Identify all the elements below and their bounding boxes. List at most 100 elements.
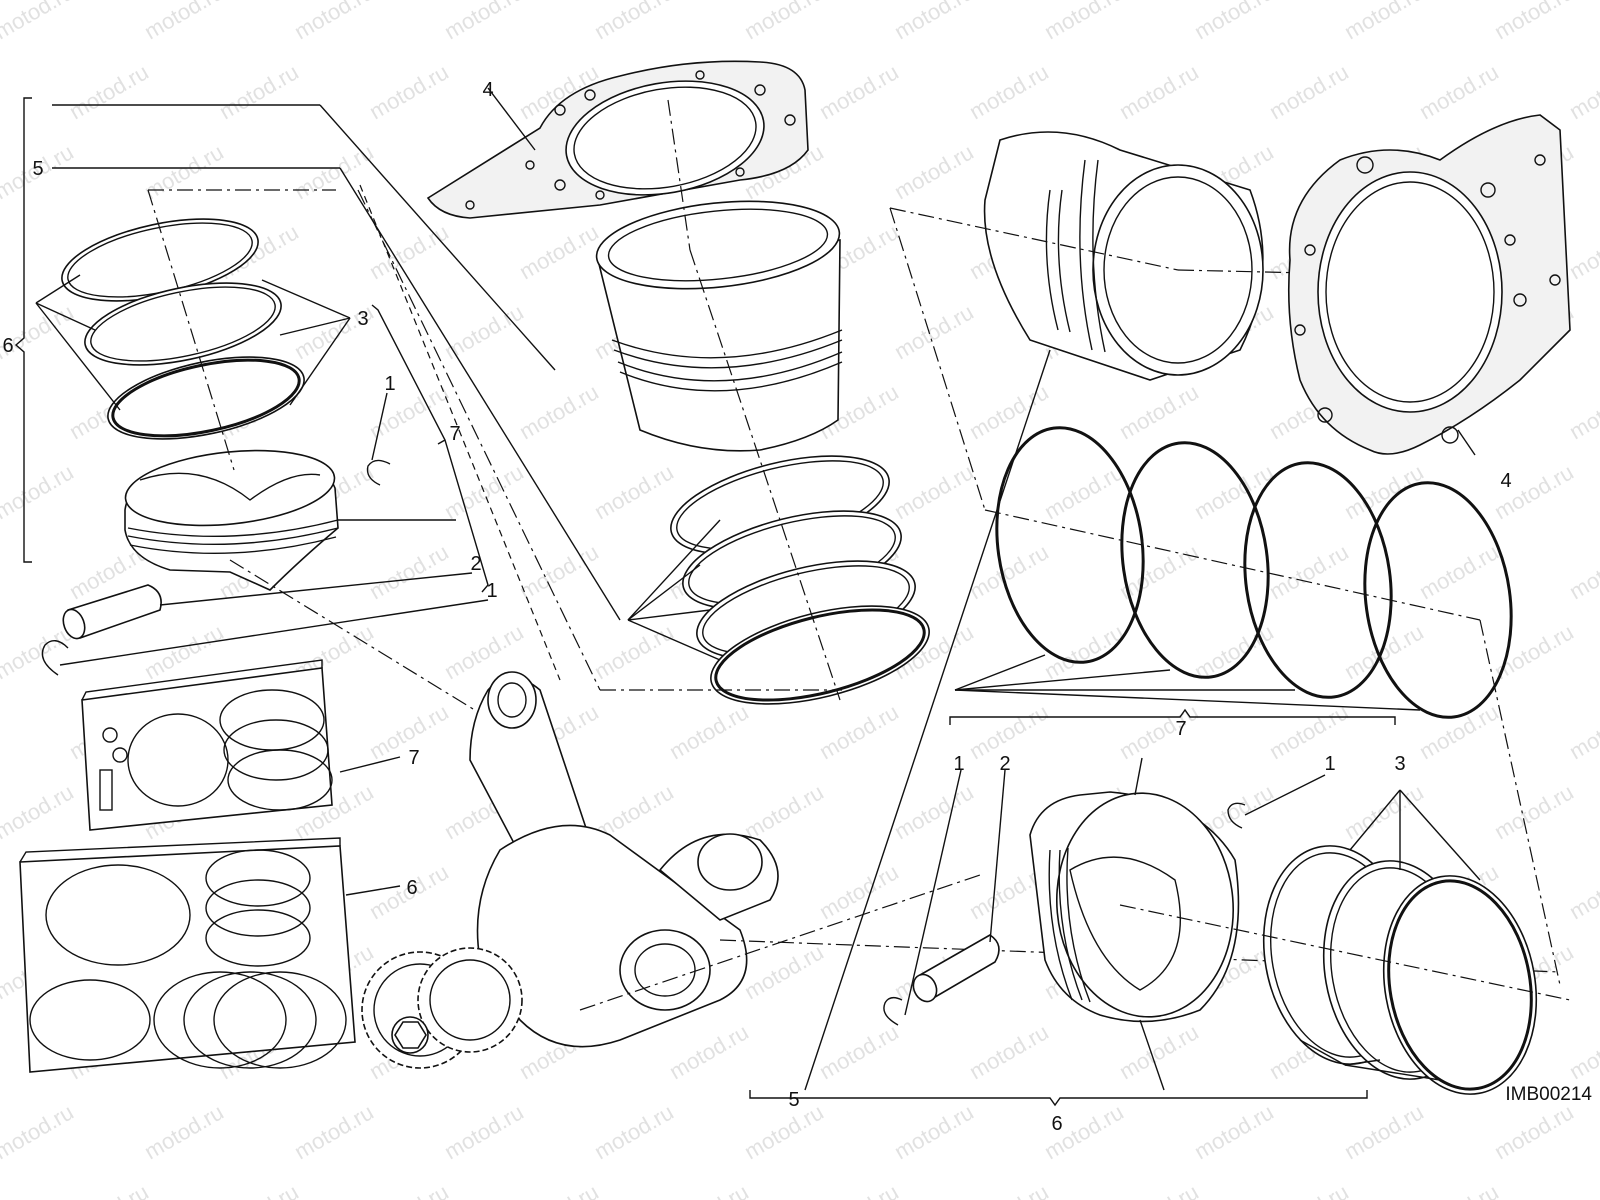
callout-2-right: 2 — [999, 753, 1010, 775]
watermark-text: motod.ru — [1340, 619, 1428, 684]
watermark-text: motod.ru — [740, 1099, 828, 1164]
right-circlip-right — [1227, 802, 1246, 829]
watermark-text: motod.ru — [1115, 379, 1203, 444]
brace-group-6-left — [14, 97, 32, 563]
watermark-text: motod.ru — [815, 1019, 903, 1084]
watermark-text: motod.ru — [140, 0, 228, 44]
watermark-text: motod.ru — [1115, 1179, 1203, 1200]
watermark-text: motod.ru — [1265, 1179, 1353, 1200]
left-piston-assembly — [14, 97, 621, 676]
callout-labels: 4 5 6 3 1 7 2 1 7 6 4 7 1 2 1 3 5 6 — [2, 79, 1511, 1135]
watermark-text: motod.ru — [1490, 779, 1578, 844]
head-gasket-right-holes — [1294, 154, 1561, 444]
watermark-text: motod.ru — [965, 1179, 1053, 1200]
watermark-text: motod.ru — [65, 1179, 153, 1200]
watermark-text: motod.ru — [515, 219, 603, 284]
right-piston-rings — [804, 207, 1561, 1091]
watermark-text: motod.ru — [140, 1099, 228, 1164]
watermark-text: motod.ru — [965, 379, 1053, 444]
callout-1-right-right: 1 — [1324, 753, 1335, 775]
right-piston — [1029, 791, 1240, 1023]
watermark-text: motod.ru — [1565, 859, 1600, 924]
watermark-text: motod.ru — [1490, 1099, 1578, 1164]
watermark-text: motod.ru — [740, 779, 828, 844]
watermark-text: motod.ru — [290, 0, 378, 44]
watermark-text: motod.ru — [1115, 699, 1203, 764]
timing-gear — [361, 947, 523, 1069]
watermark-text: motod.ru — [590, 1099, 678, 1164]
watermark-text: motod.ru — [365, 1179, 453, 1200]
watermark-text: motod.ru — [815, 1179, 903, 1200]
watermark-text: motod.ru — [1565, 59, 1600, 124]
watermark-text: motod.ru — [965, 1019, 1053, 1084]
watermark-text: motod.ru — [0, 699, 3, 764]
brace-group-6-right — [749, 1090, 1368, 1107]
kit-box-6 — [19, 837, 401, 1073]
crankshaft-assembly — [229, 184, 1561, 1069]
watermark-text: motod.ru — [1265, 59, 1353, 124]
watermark-text: motod.ru — [890, 1099, 978, 1164]
callout-4-right: 4 — [1500, 470, 1511, 492]
cylinder-liner — [595, 200, 843, 452]
watermark-text: motod.ru — [740, 0, 828, 44]
callout-5-left: 5 — [32, 158, 43, 180]
watermark-text: motod.ru — [815, 59, 903, 124]
watermark-text: motod.ru — [0, 379, 3, 444]
watermark-text: motod.ru — [1565, 1019, 1600, 1084]
callout-1-left-top: 1 — [384, 373, 395, 395]
watermark-text: motod.ru — [890, 779, 978, 844]
watermark-text: motod.ru — [1565, 1179, 1600, 1200]
watermark-text: motod.ru — [0, 779, 78, 844]
callout-3-left: 3 — [357, 308, 368, 330]
left-circlip-rear — [366, 459, 391, 486]
watermark-text: motod.ru — [1340, 459, 1428, 524]
watermark-text: motod.ru — [515, 1179, 603, 1200]
watermark-text: motod.ru — [740, 939, 828, 1004]
watermark-text: motod.ru — [1190, 1099, 1278, 1164]
callout-1-right-left: 1 — [953, 753, 964, 775]
right-piston-kit — [749, 708, 1571, 1107]
watermark-text: motod.ru — [365, 539, 453, 604]
watermark-text: motod.ru — [290, 1099, 378, 1164]
watermark-text: motod.ru — [440, 0, 528, 44]
watermark-text: motod.ru — [1415, 539, 1503, 604]
right-cylinder-assembly — [889, 114, 1571, 456]
callout-6-kit: 6 — [406, 877, 417, 899]
callout-7-left: 7 — [449, 423, 460, 445]
watermark-text: motod.ru — [815, 699, 903, 764]
watermark-text: motod.ru — [1190, 0, 1278, 44]
watermark-text: motod.ru — [515, 379, 603, 444]
watermark-text: motod.ru — [440, 1099, 528, 1164]
watermark-text: motod.ru — [1265, 539, 1353, 604]
watermark-text: motod.ru — [1040, 0, 1128, 44]
callout-6-right: 6 — [1051, 1113, 1062, 1135]
watermark-text: motod.ru — [0, 859, 3, 924]
watermark-text: motod.ru — [890, 459, 978, 524]
watermark-text: motod.ru — [815, 859, 903, 924]
watermark-text: motod.ru — [1190, 619, 1278, 684]
watermark-text: motod.ru — [890, 299, 978, 364]
right-ring-2 — [1120, 441, 1270, 679]
watermark-text: motod.ru — [590, 0, 678, 44]
watermark-text: motod.ru — [1040, 459, 1128, 524]
left-piston-pin — [62, 584, 162, 640]
watermark-text: motod.ru — [890, 0, 978, 44]
watermark-text: motod.ru — [1565, 379, 1600, 444]
left-circlip-front — [41, 640, 69, 676]
watermark-text: motod.ru — [665, 699, 753, 764]
diagram-code: IMB00214 — [1505, 1084, 1592, 1105]
watermark-text: motod.ru — [1115, 59, 1203, 124]
callout-6-left: 6 — [2, 335, 13, 357]
center-piston-ring-4 — [710, 605, 930, 705]
kit-box-7 — [81, 659, 401, 831]
watermark-text: motod.ru — [0, 459, 78, 524]
watermark-text: motod.ru — [590, 459, 678, 524]
watermark-text: motod.ru — [0, 539, 3, 604]
callout-4-top: 4 — [482, 79, 493, 101]
callout-2-left: 2 — [470, 553, 481, 575]
callout-7-kit: 7 — [408, 747, 419, 769]
callout-3-right: 3 — [1394, 753, 1405, 775]
left-piston — [124, 449, 339, 591]
watermark-text: motod.ru — [290, 139, 378, 204]
